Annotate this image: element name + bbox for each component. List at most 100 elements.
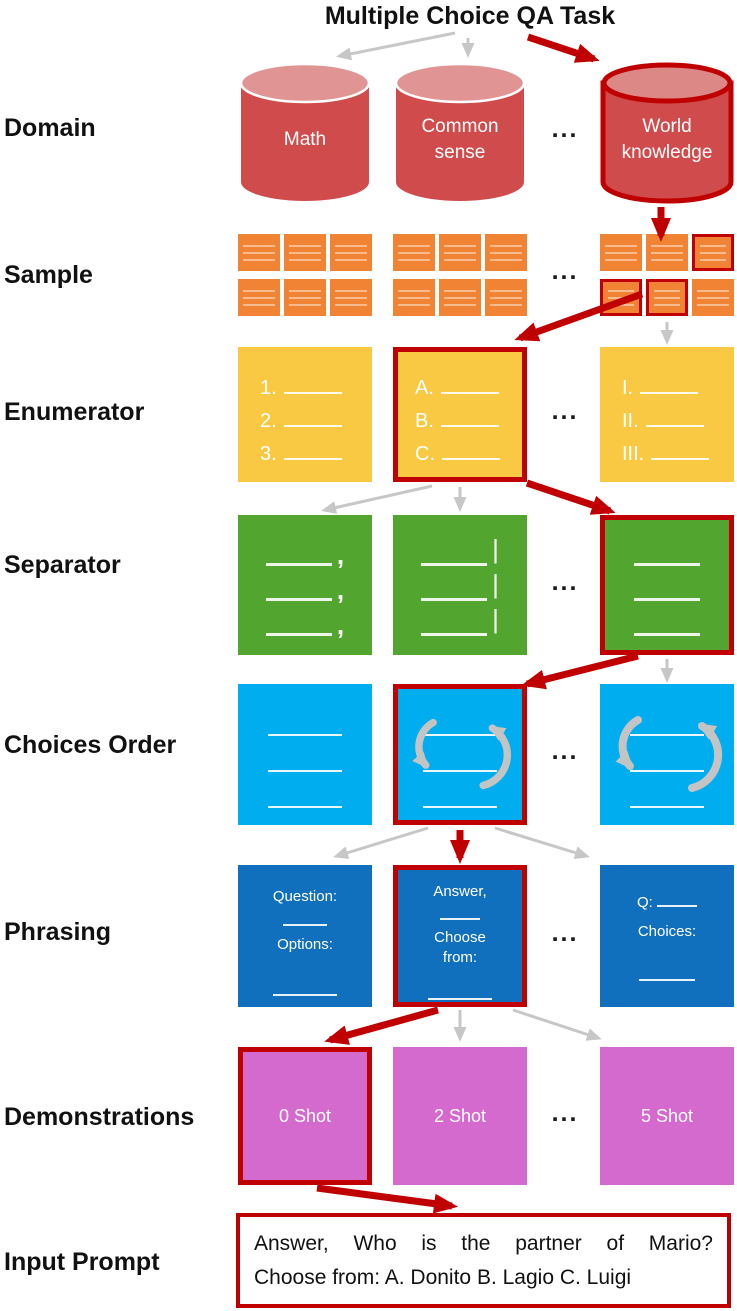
row-label-separator: Separator xyxy=(4,551,121,579)
diagram-title: Multiple Choice QA Task xyxy=(324,2,616,30)
ellipsis-enumerator: ... xyxy=(551,397,579,425)
sample-tile xyxy=(330,279,372,316)
choices-order-option-fixed xyxy=(238,684,372,825)
database-icon xyxy=(600,62,734,204)
enumerator-item: C. xyxy=(415,443,435,465)
blank-line xyxy=(423,756,497,772)
phrasing-text: from: xyxy=(442,949,478,966)
sample-tile xyxy=(238,279,280,316)
blank-line xyxy=(645,411,704,427)
blank-line xyxy=(440,910,480,920)
row-label-phrasing: Phrasing xyxy=(4,918,111,946)
sample-tile xyxy=(330,234,372,271)
separator-char: | xyxy=(492,534,499,564)
row-label-sample: Sample xyxy=(4,261,93,289)
phrasing-text: Options: xyxy=(277,936,333,953)
blank-line xyxy=(639,971,695,981)
enumerator-item: III. xyxy=(622,443,645,465)
ellipsis-demonstrations: ... xyxy=(551,1099,579,1127)
database-icon xyxy=(394,62,526,201)
demo-label: 0 Shot xyxy=(278,1105,332,1126)
row-label-demonstrations: Demonstrations xyxy=(4,1103,195,1131)
separator-option-bar: | | | xyxy=(393,515,527,655)
phrasing-text: Question: xyxy=(272,888,338,905)
demonstrations-option-0-shot-selected: 0 Shot xyxy=(238,1047,372,1185)
ellipsis-domain: ... xyxy=(551,115,579,143)
phrasing-text: Q: xyxy=(636,894,653,911)
enumerator-item: I. xyxy=(622,377,634,399)
input-prompt-line-2: Choose from: A. Donito B. Lagio C. Luigi xyxy=(254,1266,632,1289)
phrasing-option-answer-choose-from-selected: Answer, Choose from: xyxy=(393,865,527,1007)
demonstrations-option-5-shot: 5 Shot xyxy=(600,1047,734,1185)
blank-line xyxy=(630,756,704,772)
sample-grid-3-selected xyxy=(600,234,734,316)
sample-tile xyxy=(600,234,642,271)
blank-line xyxy=(630,792,704,808)
separator-char: , xyxy=(336,575,345,605)
blank-line xyxy=(440,378,499,394)
blank-line xyxy=(423,720,497,736)
sample-tile xyxy=(692,279,734,316)
red-arrow-phrasing2-to-demo1 xyxy=(324,1006,439,1045)
ellipsis-separator: ... xyxy=(551,568,579,596)
sample-tile xyxy=(646,234,688,271)
ellipsis-choices-order: ... xyxy=(551,737,579,765)
sample-tile-selected xyxy=(646,279,688,316)
domain-cylinder-world-knowledge-selected: World knowledge xyxy=(600,62,734,204)
blank-line xyxy=(634,619,700,636)
domain-option-label: Common sense xyxy=(421,116,499,163)
blank-line xyxy=(268,756,342,772)
phrasing-text: Answer, xyxy=(433,883,487,900)
sample-tile xyxy=(439,279,481,316)
blank-line xyxy=(283,411,342,427)
separator-option-comma: , , , xyxy=(238,515,372,655)
separator-char: , xyxy=(336,610,345,640)
blank-line xyxy=(634,549,700,566)
phrasing-text: Choices: xyxy=(637,923,697,940)
input-prompt-line-1: Answer, Who is the partner of Mario? xyxy=(254,1232,713,1255)
row-label-enumerator: Enumerator xyxy=(4,398,145,426)
blank-line xyxy=(283,916,327,926)
shuffle-icon xyxy=(412,718,512,790)
gray-arrow-enumerator2-to-separator1 xyxy=(321,484,433,514)
gray-arrow-phrasing2-to-demo3 xyxy=(512,1008,602,1041)
sample-tile xyxy=(439,234,481,271)
sample-grid-2 xyxy=(393,234,527,316)
row-label-domain: Domain xyxy=(4,114,96,142)
enumerator-item: A. xyxy=(415,377,434,399)
domain-cylinder-common-sense: Common sense xyxy=(393,62,527,204)
blank-line xyxy=(283,378,342,394)
sample-tile xyxy=(238,234,280,271)
phrasing-option-question-options: Question: Options: xyxy=(238,865,372,1007)
blank-line xyxy=(283,444,342,460)
separator-option-newline-selected xyxy=(600,515,734,655)
enumerator-item: B. xyxy=(415,410,434,432)
red-arrow-separator3-to-choices2 xyxy=(521,652,639,690)
shuffle-icon xyxy=(615,716,723,792)
gray-arrow-title-to-domain1 xyxy=(336,31,456,61)
blank-line xyxy=(657,897,697,907)
input-prompt-box: Answer, Who is the partner of Mario? Cho… xyxy=(236,1213,731,1308)
sample-grid-1 xyxy=(238,234,372,316)
phrasing-text: Choose xyxy=(434,929,486,946)
domain-cylinder-math: Math xyxy=(238,62,372,204)
blank-line xyxy=(651,444,710,460)
phrasing-text: Q: xyxy=(637,893,697,913)
blank-line xyxy=(440,411,499,427)
blank-line xyxy=(634,584,700,601)
separator-char: | xyxy=(492,569,499,599)
blank-line xyxy=(421,584,488,601)
choices-order-option-shuffle xyxy=(600,684,734,825)
enumerator-option-numbers: 1. 2. 3. xyxy=(238,347,372,482)
domain-option-label: World knowledge xyxy=(621,116,713,163)
blank-line xyxy=(268,720,342,736)
blank-line xyxy=(265,584,332,601)
blank-line xyxy=(265,619,332,636)
sample-tile xyxy=(284,279,326,316)
red-arrow-enumerator2-to-separator3 xyxy=(525,479,616,515)
red-arrow-demo1-to-input-prompt xyxy=(316,1184,458,1214)
ellipsis-phrasing: ... xyxy=(551,919,579,947)
blank-line xyxy=(442,444,500,460)
blank-line xyxy=(428,990,492,1000)
